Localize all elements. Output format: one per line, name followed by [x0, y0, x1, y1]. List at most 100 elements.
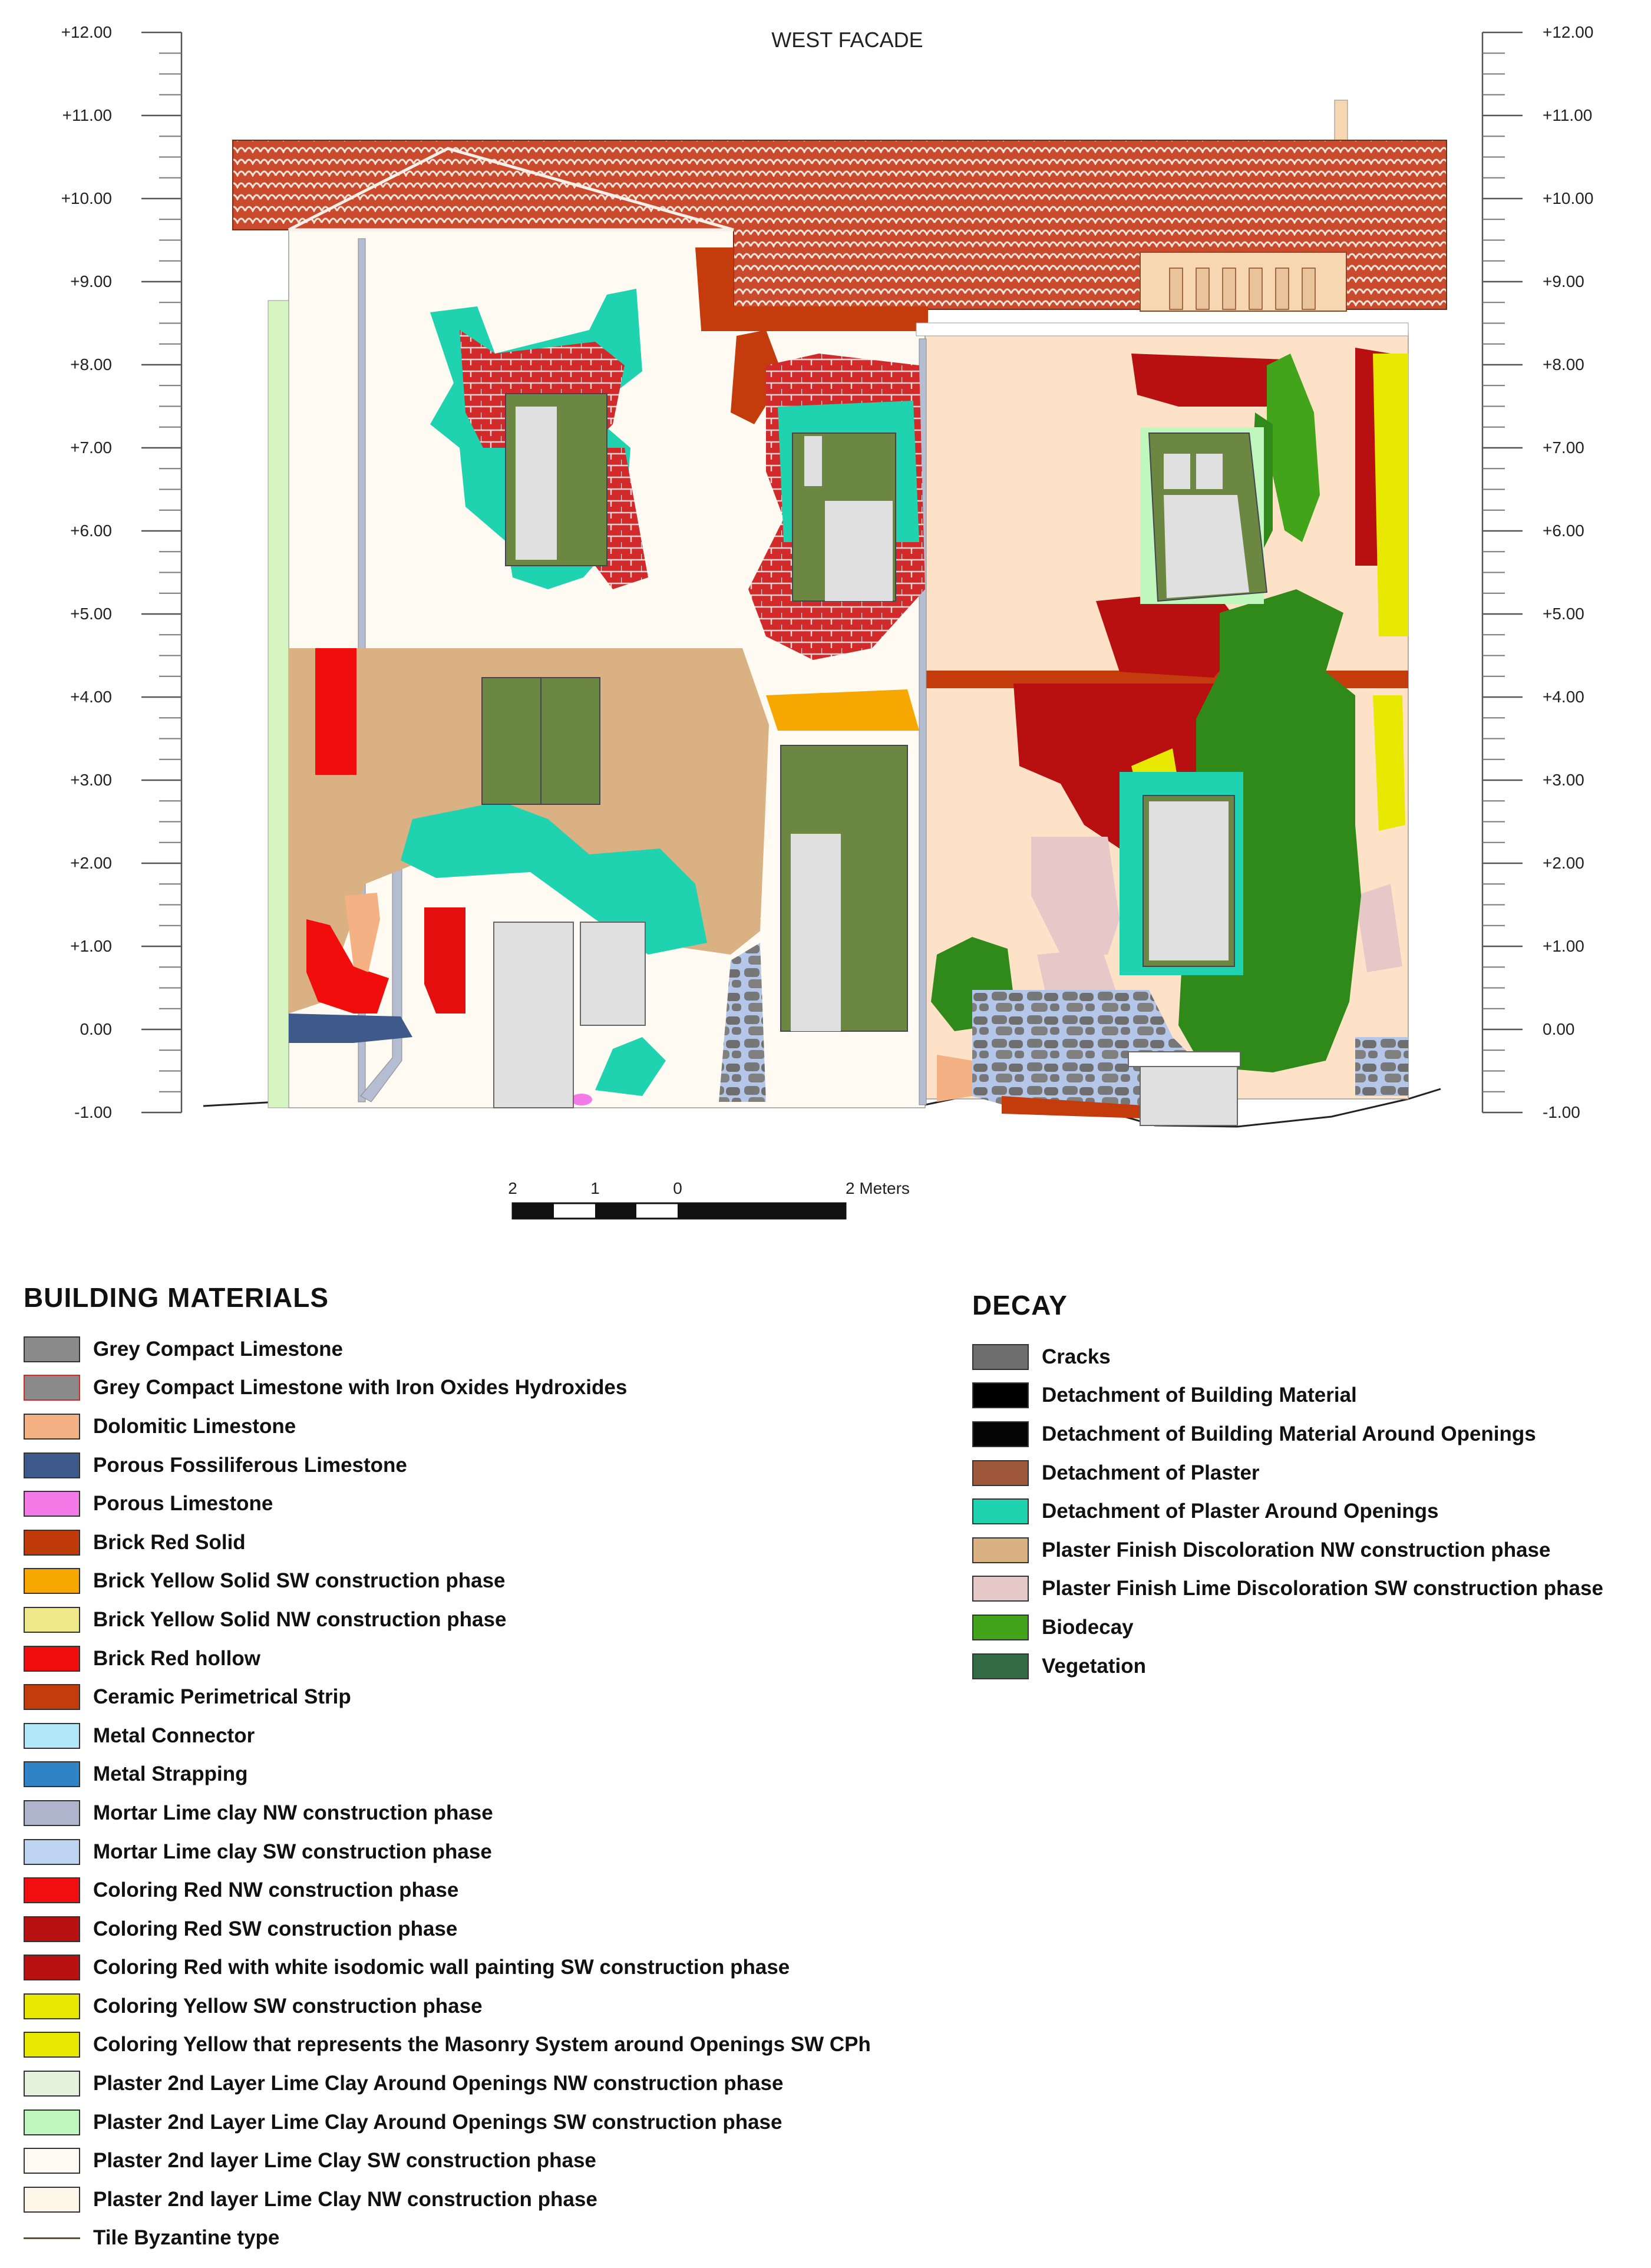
legend-item: Plaster 2nd layer Lime Clay NW construct… — [24, 2180, 871, 2219]
legend-swatch — [24, 1529, 80, 1556]
door-ground-west — [493, 922, 574, 1108]
legend-label: Dolomitic Limestone — [93, 1414, 296, 1438]
legend-item: Porous Limestone — [24, 1484, 871, 1523]
legend-item: Vegetation — [972, 1647, 1603, 1686]
legend-swatch — [24, 1955, 80, 1981]
legend-label: Plaster Finish Lime Discoloration SW con… — [1042, 1577, 1603, 1600]
elevation-label-right: +8.00 — [1543, 355, 1584, 374]
legend-item: Plaster 2nd Layer Lime Clay Around Openi… — [24, 2064, 871, 2103]
legend-swatch — [24, 1413, 80, 1440]
legend-item: Tile Byzantine type — [24, 2219, 871, 2258]
legend-label: Detachment of Building Material Around O… — [1042, 1422, 1536, 1445]
legend-item: Detachment of Building Material Around O… — [972, 1415, 1603, 1454]
legend-item: Coloring Yellow SW construction phase — [24, 1987, 871, 2026]
elevation-label-right: +10.00 — [1543, 189, 1593, 207]
legend-label: Coloring Red with white isodomic wall pa… — [93, 1956, 790, 1979]
elevation-label-left: +1.00 — [70, 937, 112, 955]
legend-item: Mortar Lime clay NW construction phase — [24, 1794, 871, 1833]
legend-swatch — [24, 1722, 80, 1749]
scale-label-meters: 2 Meters — [846, 1179, 910, 1197]
legend-label: Plaster 2nd Layer Lime Clay Around Openi… — [93, 2110, 782, 2134]
west-facade-drawing: WEST FACADE +12.00+11.00+10.00+9.00+8.00… — [61, 23, 1593, 1220]
legend-swatch — [24, 2109, 80, 2135]
legend-label: Detachment of Building Material — [1042, 1384, 1357, 1407]
legend-swatch — [24, 2186, 80, 2213]
legend-decay-title: DECAY — [972, 1290, 1068, 1320]
elevation-label-left: +6.00 — [70, 521, 112, 540]
elevation-label-right: +2.00 — [1543, 854, 1584, 872]
legend-item: Grey Compact Limestone with Iron Oxides … — [24, 1369, 871, 1408]
legend-swatch — [24, 1568, 80, 1594]
legend-label: Plaster 2nd Layer Lime Clay Around Openi… — [93, 2072, 784, 2095]
legend-swatch — [972, 1460, 1029, 1486]
legend-swatch — [972, 1653, 1029, 1679]
legend-label: Cracks — [1042, 1345, 1111, 1368]
legend-swatch — [972, 1614, 1029, 1640]
elevation-scale-left: +12.00+11.00+10.00+9.00+8.00+7.00+6.00+5… — [61, 23, 183, 1121]
legend-swatch — [24, 1877, 80, 1904]
elevation-label-left: +4.00 — [70, 688, 112, 706]
legend-label: Plaster 2nd layer Lime Clay SW construct… — [93, 2149, 596, 2173]
legend-item: Plaster 2nd Layer Lime Clay Around Openi… — [24, 2103, 871, 2142]
legend-label: Ceramic Perimetrical Strip — [93, 1685, 351, 1709]
legend-item: Coloring Red NW construction phase — [24, 1871, 871, 1910]
elevation-label-right: +6.00 — [1543, 521, 1584, 540]
legend-item: Metal Strapping — [24, 1755, 871, 1794]
legend-item: Ceramic Perimetrical Strip — [24, 1678, 871, 1716]
legend-label: Brick Yellow Solid SW construction phase — [93, 1569, 506, 1593]
elevation-label-left: +7.00 — [70, 438, 112, 457]
elevation-label-left: +3.00 — [70, 771, 112, 789]
legend-swatch — [24, 1452, 80, 1478]
legend-item: Porous Fossiliferous Limestone — [24, 1446, 871, 1485]
elevation-label-left: 0.00 — [80, 1020, 113, 1038]
legend-label: Brick Red Solid — [93, 1530, 246, 1554]
drawing-title: WEST FACADE — [771, 28, 923, 52]
elevation-label-right: +4.00 — [1543, 688, 1584, 706]
legend-swatch — [24, 1761, 80, 1788]
legend-item: Coloring Red with white isodomic wall pa… — [24, 1949, 871, 1988]
elevation-label-left: -1.00 — [74, 1103, 112, 1121]
legend-swatch — [972, 1421, 1029, 1447]
legend-item: Plaster Finish Lime Discoloration SW con… — [972, 1570, 1603, 1609]
elevation-label-right: -1.00 — [1543, 1103, 1580, 1121]
legend-label: Coloring Red NW construction phase — [93, 1879, 459, 1902]
legend-item: Mortar Lime clay SW construction phase — [24, 1833, 871, 1871]
legend-label: Porous Limestone — [93, 1492, 273, 1516]
legend-item: Plaster Finish Discoloration NW construc… — [972, 1531, 1603, 1570]
legend-item: Cracks — [972, 1338, 1603, 1376]
legend-label: Plaster Finish Discoloration NW construc… — [1042, 1538, 1551, 1561]
legend-swatch — [24, 2237, 80, 2239]
legend-label: Metal Connector — [93, 1724, 255, 1747]
legend-swatch — [24, 1916, 80, 1942]
legend-swatch — [972, 1537, 1029, 1563]
elevation-label-right: +5.00 — [1543, 605, 1584, 623]
legend-label: Detachment of Plaster — [1042, 1461, 1260, 1484]
legend-swatch — [972, 1343, 1029, 1370]
legend-item: Biodecay — [972, 1608, 1603, 1647]
legend-label: Metal Strapping — [93, 1762, 248, 1786]
legend-item: Brick Yellow Solid SW construction phase — [24, 1562, 871, 1601]
legend-swatch — [24, 1491, 80, 1517]
scale-label-1: 1 — [590, 1179, 600, 1197]
elevation-scale-right: +12.00+11.00+10.00+9.00+8.00+7.00+6.00+5… — [1481, 23, 1593, 1121]
legend-swatch — [972, 1576, 1029, 1602]
legend-label: Biodecay — [1042, 1615, 1134, 1639]
legend-swatch — [972, 1498, 1029, 1525]
legend-item: Brick Red Solid — [24, 1523, 871, 1562]
elevation-label-right: +3.00 — [1543, 771, 1584, 789]
legend-swatch — [24, 1606, 80, 1633]
legend-label: Tile Byzantine type — [93, 2226, 280, 2250]
legend-swatch — [24, 2148, 80, 2174]
elevation-label-left: +8.00 — [70, 355, 112, 374]
legend-item: Dolomitic Limestone — [24, 1407, 871, 1446]
elevation-label-right: +7.00 — [1543, 438, 1584, 457]
elevation-label-right: 0.00 — [1543, 1020, 1575, 1038]
legend-label: Grey Compact Limestone — [93, 1337, 343, 1361]
legend-item: Plaster 2nd layer Lime Clay SW construct… — [24, 2141, 871, 2180]
legend-label: Porous Fossiliferous Limestone — [93, 1453, 407, 1477]
legend-building-materials-title: BUILDING MATERIALS — [24, 1282, 329, 1313]
legend-swatch — [24, 1336, 80, 1362]
elevation-label-right: +9.00 — [1543, 272, 1584, 290]
